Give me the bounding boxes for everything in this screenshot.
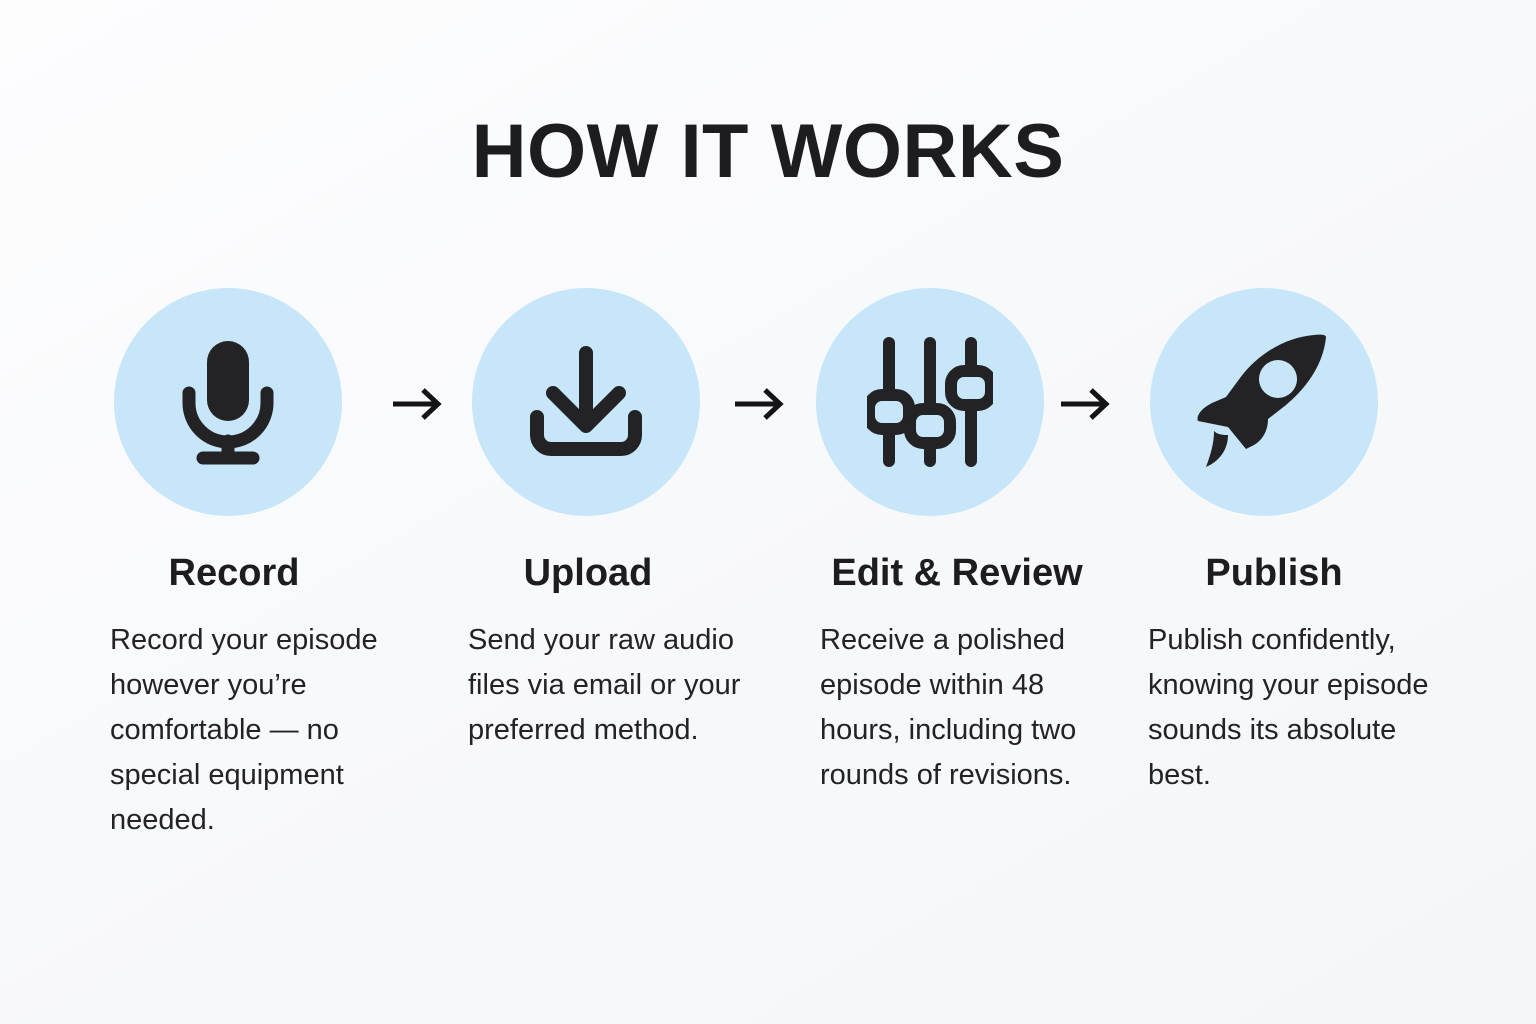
step-body-edit-review: Receive a polished episode within 48 hou… xyxy=(820,624,1077,791)
rocket-icon xyxy=(1194,331,1334,473)
step-body-upload: Send your raw audio files via email or y… xyxy=(468,624,741,746)
arrow-right-icon-3 xyxy=(1058,384,1114,424)
step-icon-circle-upload xyxy=(472,288,700,516)
step-heading-upload: Upload xyxy=(523,552,653,594)
step-heading-publish: Publish xyxy=(1205,552,1343,594)
microphone-icon xyxy=(173,337,283,467)
step-heading-record: Record xyxy=(168,552,300,594)
steps-row: Record Record your episode however you’r… xyxy=(100,288,1440,908)
arrow-right-icon-1 xyxy=(390,384,446,424)
step-icon-circle-record xyxy=(114,288,342,516)
page-title: HOW IT WORKS xyxy=(471,109,1065,194)
step-body-publish: Publish confidently, knowing your episod… xyxy=(1148,624,1429,791)
step-record: Record Record your episode however you’r… xyxy=(100,288,420,843)
step-edit-review: Edit & Review Receive a polished episode… xyxy=(798,288,1118,798)
step-icon-circle-publish xyxy=(1150,288,1378,516)
step-icon-circle-edit-review xyxy=(816,288,1044,516)
step-publish: Publish Publish confidently, knowing you… xyxy=(1120,288,1440,798)
step-heading-edit-review: Edit & Review xyxy=(831,552,1083,594)
download-icon xyxy=(525,341,647,463)
step-body-record: Record your episode however you’re comfo… xyxy=(110,624,378,836)
step-upload: Upload Send your raw audio files via ema… xyxy=(460,288,780,753)
sliders-icon xyxy=(867,337,993,467)
arrow-right-icon-2 xyxy=(732,384,788,424)
